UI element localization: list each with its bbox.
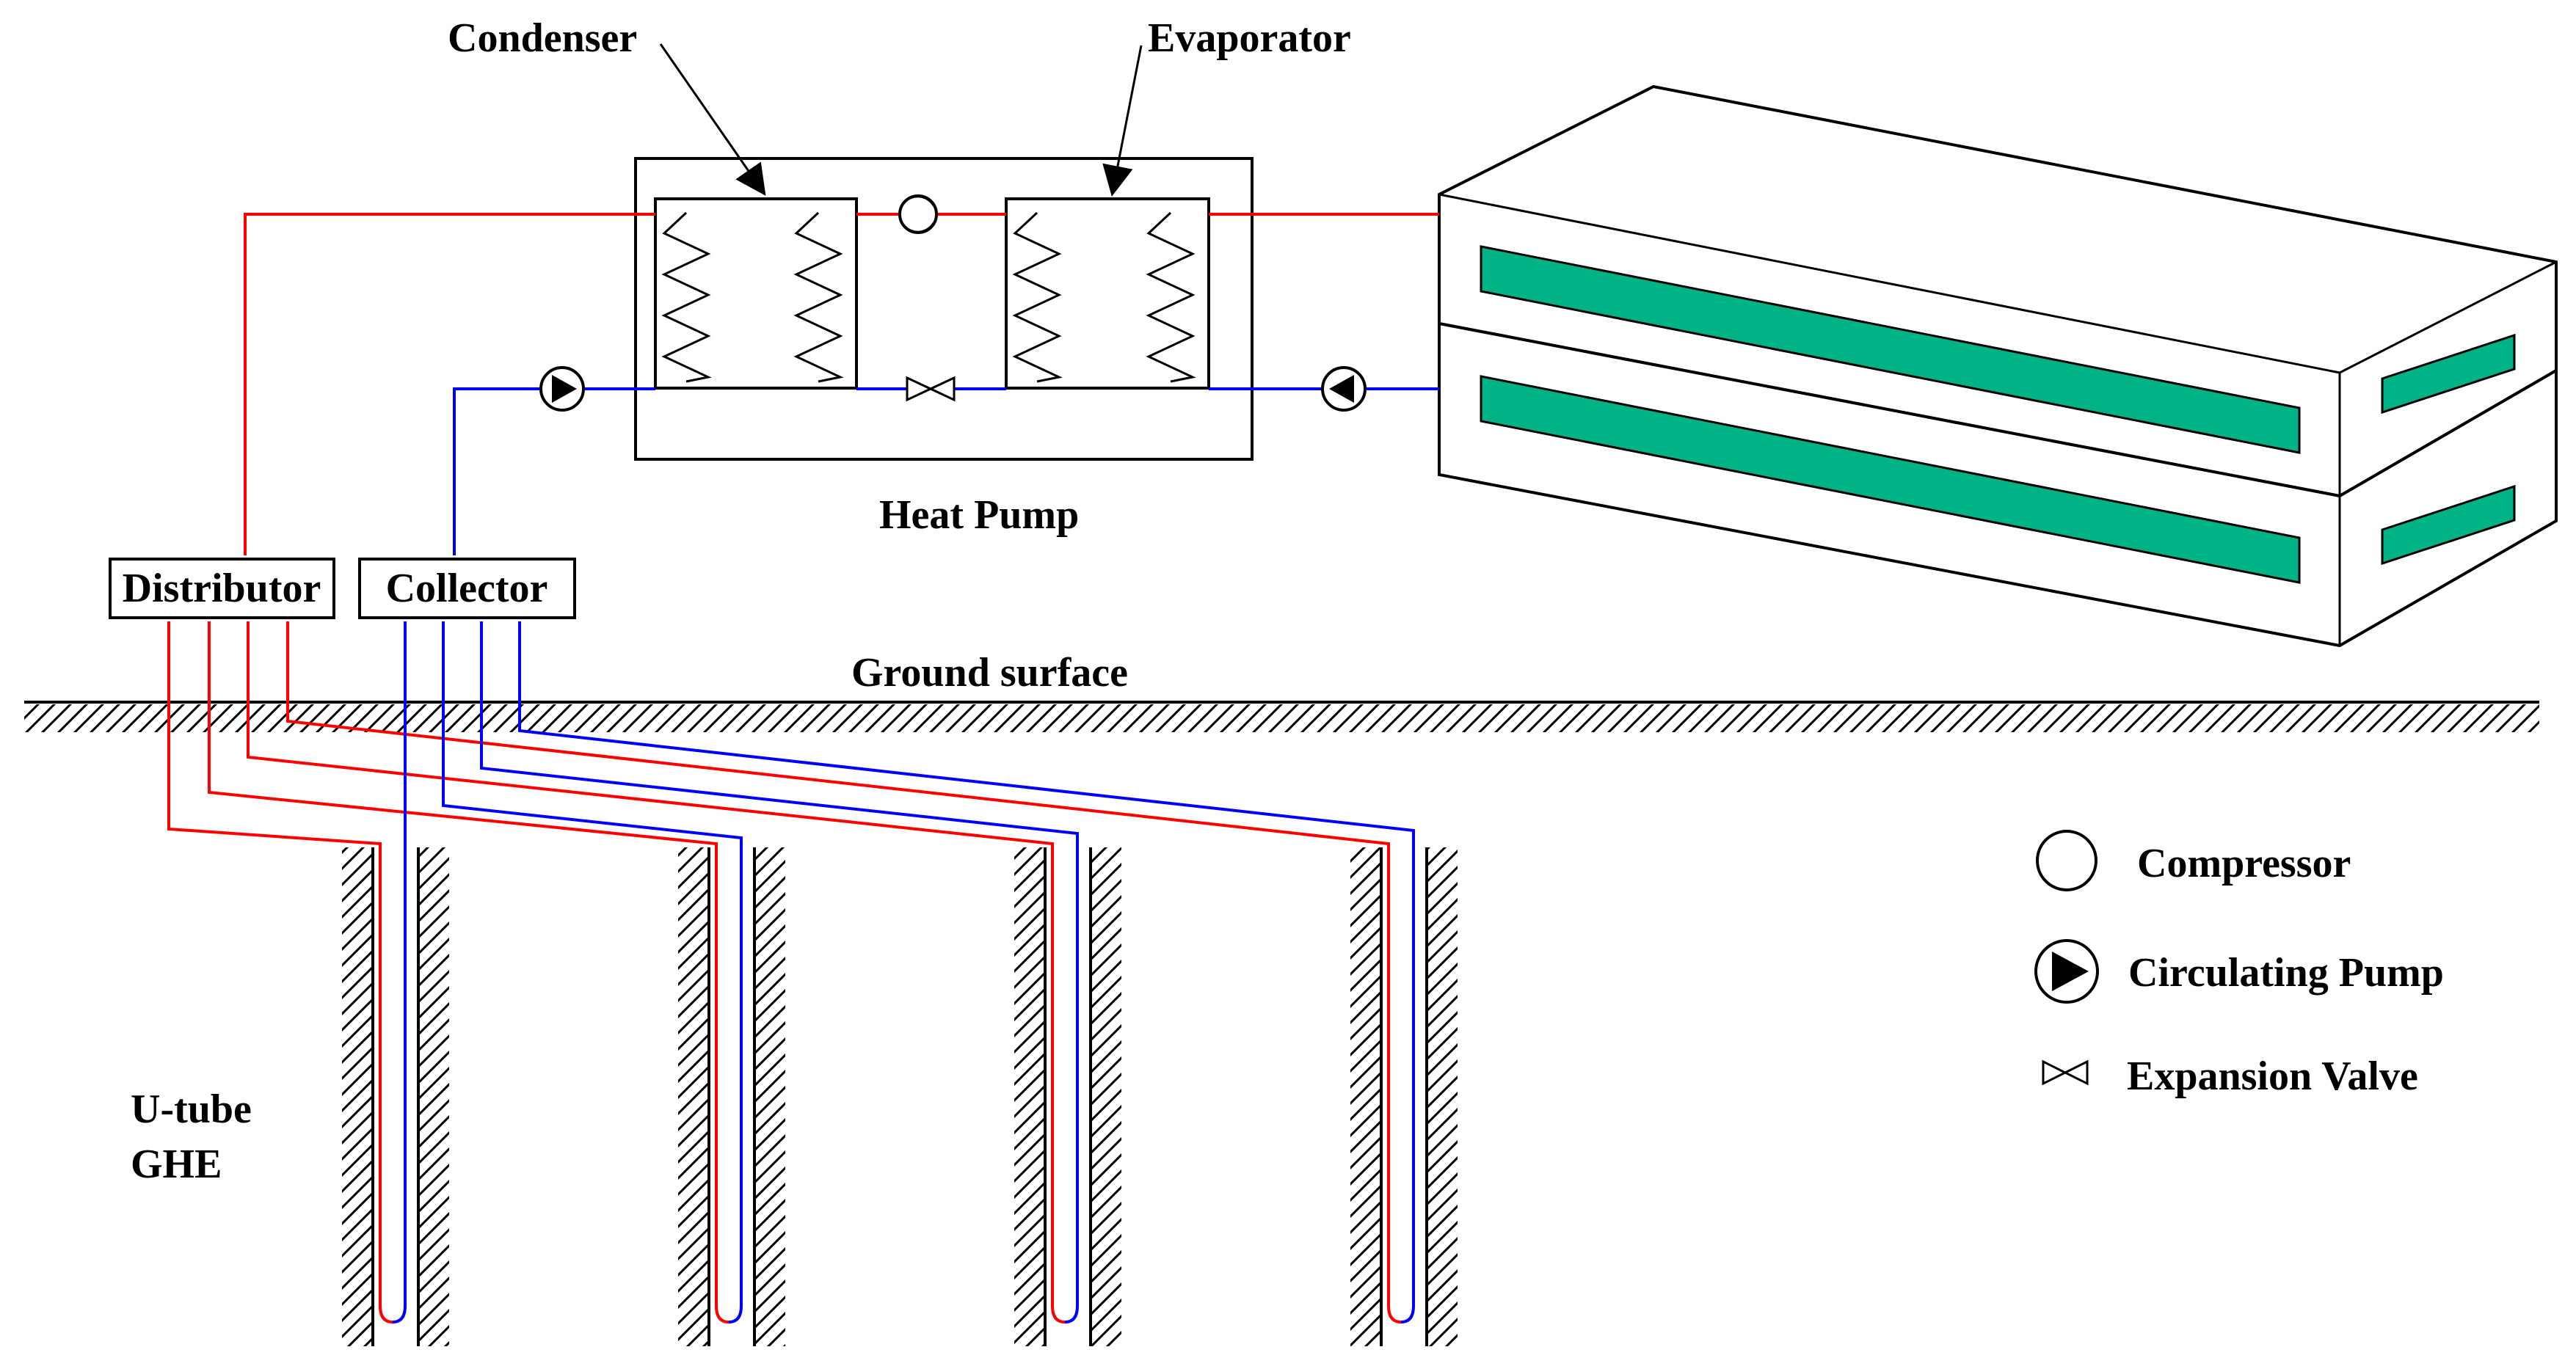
compressor-icon xyxy=(898,194,938,234)
circulating-pump-icon xyxy=(2034,939,2099,1004)
expansion-valve-icon xyxy=(906,376,956,402)
circulating-pump-icon xyxy=(1321,366,1367,412)
distributor-box: Distributor xyxy=(109,558,335,619)
evaporator xyxy=(1005,197,1210,390)
building-window xyxy=(1480,245,2301,454)
legend-item-expansion-valve: Expansion Valve xyxy=(2042,1054,2418,1099)
ghe-label-line2: GHE xyxy=(131,1142,222,1187)
condenser-leader xyxy=(659,43,766,196)
legend-label: Expansion Valve xyxy=(2127,1054,2418,1099)
building-window xyxy=(2381,484,2516,566)
condenser-label: Condenser xyxy=(448,15,637,61)
ground-loop-piping xyxy=(167,621,1415,1324)
legend-item-compressor: Compressor xyxy=(2036,830,2351,891)
heat-pump-piping xyxy=(244,213,1439,555)
expansion-valve-icon xyxy=(2042,1059,2089,1086)
ground-surface-label: Ground surface xyxy=(851,650,1128,696)
legend: Compressor Circulating Pump Expansion Va… xyxy=(2034,830,2444,1099)
ground-surface xyxy=(24,701,2539,732)
legend-item-circulating-pump: Circulating Pump xyxy=(2034,939,2444,1004)
building-window xyxy=(1480,375,2301,584)
building xyxy=(1438,84,2558,648)
heat-pump-unit xyxy=(634,157,1254,461)
circulating-pump-icon xyxy=(539,366,585,412)
building-window xyxy=(2381,333,2516,415)
heat-pump-label: Heat Pump xyxy=(879,492,1079,538)
condenser xyxy=(654,197,858,390)
compressor-icon xyxy=(2036,830,2097,891)
collector-label: Collector xyxy=(386,566,548,611)
evaporator-label: Evaporator xyxy=(1148,15,1351,61)
collector-box: Collector xyxy=(358,558,576,619)
ghe-label-line1: U-tube xyxy=(131,1087,252,1132)
evaporator-leader xyxy=(1102,45,1143,197)
boreholes xyxy=(342,847,1458,1346)
legend-label: Circulating Pump xyxy=(2128,950,2444,996)
legend-label: Compressor xyxy=(2137,841,2351,886)
distributor-label: Distributor xyxy=(123,566,321,611)
